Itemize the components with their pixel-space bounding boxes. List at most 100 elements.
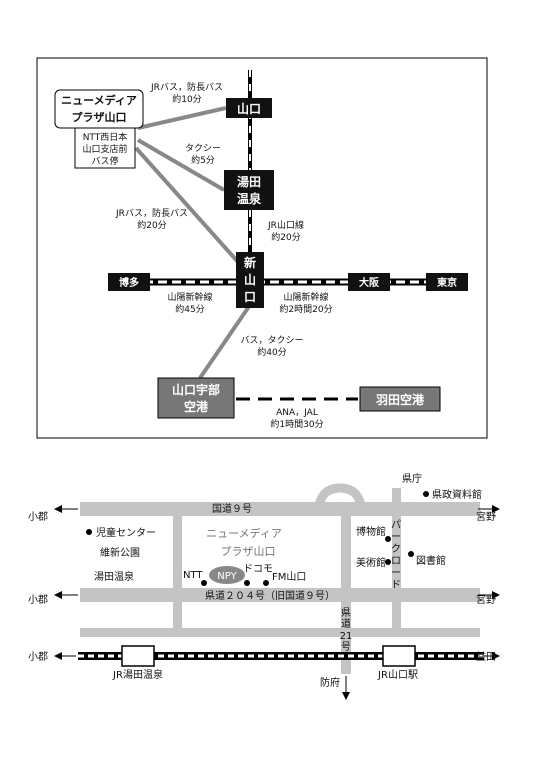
label-prefectural-route-21: 県 道 21 号 [340,607,353,653]
park-road-char-2: ー [391,532,401,543]
road-loop [313,483,367,517]
haneda-airport-box [359,386,441,412]
station-shin-yamaguchi [236,252,264,308]
street-map: NPY 県庁 県政資料館 国道９号 小郡 宮野 児童センター 維新公園 湯田温泉… [28,472,500,700]
road-west-vertical [173,516,182,628]
dot-jido-center [86,529,92,535]
label-ogori-mid: 小郡 [28,594,48,606]
label-kencho: 県庁 [402,472,422,485]
label-jr-yamaguchi-station: JR山口駅 [377,669,418,681]
access-routes [134,106,252,380]
road-national-9 [80,502,480,516]
dot-hakubutsukan [385,536,391,542]
direction-arrows [54,505,500,700]
label-docomo: ドコモ [243,564,273,575]
road-lower-parallel [80,628,480,637]
label-jido-center: 児童センター [96,526,156,539]
label-park-road: パ ー ク ロ ー ド [391,519,401,591]
road-park-road [392,488,401,628]
label-jr-yuda-onsen: JR湯田温泉 [112,668,163,681]
roads [80,488,480,674]
station-jr-yuda-onsen [121,645,155,667]
label-ogori-top: 小郡 [28,511,48,523]
haneda-airport-label: 羽田空港 [376,392,425,407]
label-toshokan: 図書館 [416,554,446,567]
park-road-char-6: ド [391,580,401,591]
route-label-sanyo-west-2: 約45分 [175,303,204,315]
dot-fm [263,580,269,586]
label-masuda: 益田 [476,650,496,663]
route-label-yamaguchi-line-1: JR山口線 [267,219,304,231]
origin-name-line1: ニューメディア [61,93,137,107]
dot-docomo [244,580,250,586]
npy-label: NPY [217,571,237,582]
station-yuda-onsen-label1: 湯田 [237,174,261,189]
npy-marker [209,566,245,584]
station-jr-yamaguchi [382,645,416,667]
station-hakata [108,273,150,291]
route-label-flight-2: 約1時間30分 [270,418,323,430]
label-prefectural-route-204: 県道２０４号（旧国道９号） [205,589,335,602]
label-fm-yamaguchi: FM山口 [272,571,306,583]
route-map: ニューメディア プラザ山口 NTT西日本 山口支店前 バス停 山口 湯田 温泉 … [36,57,488,439]
label-ishin-park: 維新公園 [100,546,140,559]
label-miyano-top: 宮野 [476,510,496,523]
bus-stop-line2: 山口支店前 [82,143,127,155]
dot-bijutsukan [385,559,391,565]
route-label-bus20-line2: 約20分 [137,219,166,231]
route-label-sanyo-east-1: 山陽新幹線 [283,291,328,303]
park-road-char-3: ク [391,543,401,555]
station-yuda-onsen-label2: 温泉 [237,191,262,206]
ube-airport-box [157,377,235,419]
label-yuda-onsen: 湯田温泉 [94,570,134,583]
route-label-bus20-line1: JRバス，防長バス [115,207,188,219]
route-label-flight-1: ANA，JAL [276,408,318,418]
label-kensei-shiryokan: 県政資料館 [432,488,482,501]
station-yamaguchi-label: 山口 [237,101,261,116]
station-hakata-label: 博多 [119,276,139,289]
label-hakubutsukan: 博物館 [356,525,386,538]
bus-stop-line1: NTT西日本 [83,131,128,143]
label-ntt: NTT [183,570,203,581]
route-label-airport-bus-2: 約40分 [257,346,286,358]
station-osaka [348,273,390,291]
park-road-char-5: ー [391,568,401,579]
route-to-yuda [136,138,226,192]
route-label-taxi-line2: 約5分 [191,154,215,166]
route-label-bus10-line2: 約10分 [172,93,201,105]
park-road-char-1: パ [391,519,401,531]
label-plaza-line1: ニューメディア [206,526,282,540]
ube-airport-label2: 空港 [184,399,209,414]
route-to-shin-yamaguchi [134,146,240,264]
station-tokyo [426,273,468,291]
station-yamaguchi [226,98,272,118]
label-hofu: 防府 [320,676,340,689]
poi-dots [86,491,429,586]
route-to-yamaguchi [137,106,227,130]
station-tokyo-label: 東京 [437,276,457,289]
origin-name-line2: プラザ山口 [72,110,127,124]
park-road-char-4: ロ [391,556,401,567]
label-bijutsukan: 美術館 [356,556,386,569]
bus-stop-line3: バス停 [91,155,118,167]
label-miyano-mid: 宮野 [476,593,496,606]
ube-airport-label1: 山口宇部 [172,382,220,397]
route-label-sanyo-east-2: 約2時間20分 [279,303,332,315]
label-plaza-line2: プラザ山口 [221,545,276,558]
station-yuda-onsen [224,170,274,210]
route-to-ube-airport [198,303,252,380]
route-21-char-3: 21 [340,631,353,642]
dot-toshokan [408,551,414,557]
route-label-bus10-line1: JRバス，防長バス [150,81,223,93]
route-label-sanyo-west-1: 山陽新幹線 [167,291,212,303]
station-shin-yamaguchi-label2: 山 [244,272,256,287]
station-shin-yamaguchi-label1: 新 [244,255,256,270]
route-label-taxi-line1: タクシー [185,143,221,154]
label-ogori-bottom: 小郡 [28,651,48,663]
station-osaka-label: 大阪 [359,276,380,289]
bus-stop-box [74,127,136,169]
road-prefectural-21 [341,516,351,674]
label-national-route-9: 国道９号 [212,502,252,515]
route-label-yamaguchi-line-2: 約20分 [271,231,300,243]
station-shin-yamaguchi-label3: 口 [244,290,256,304]
